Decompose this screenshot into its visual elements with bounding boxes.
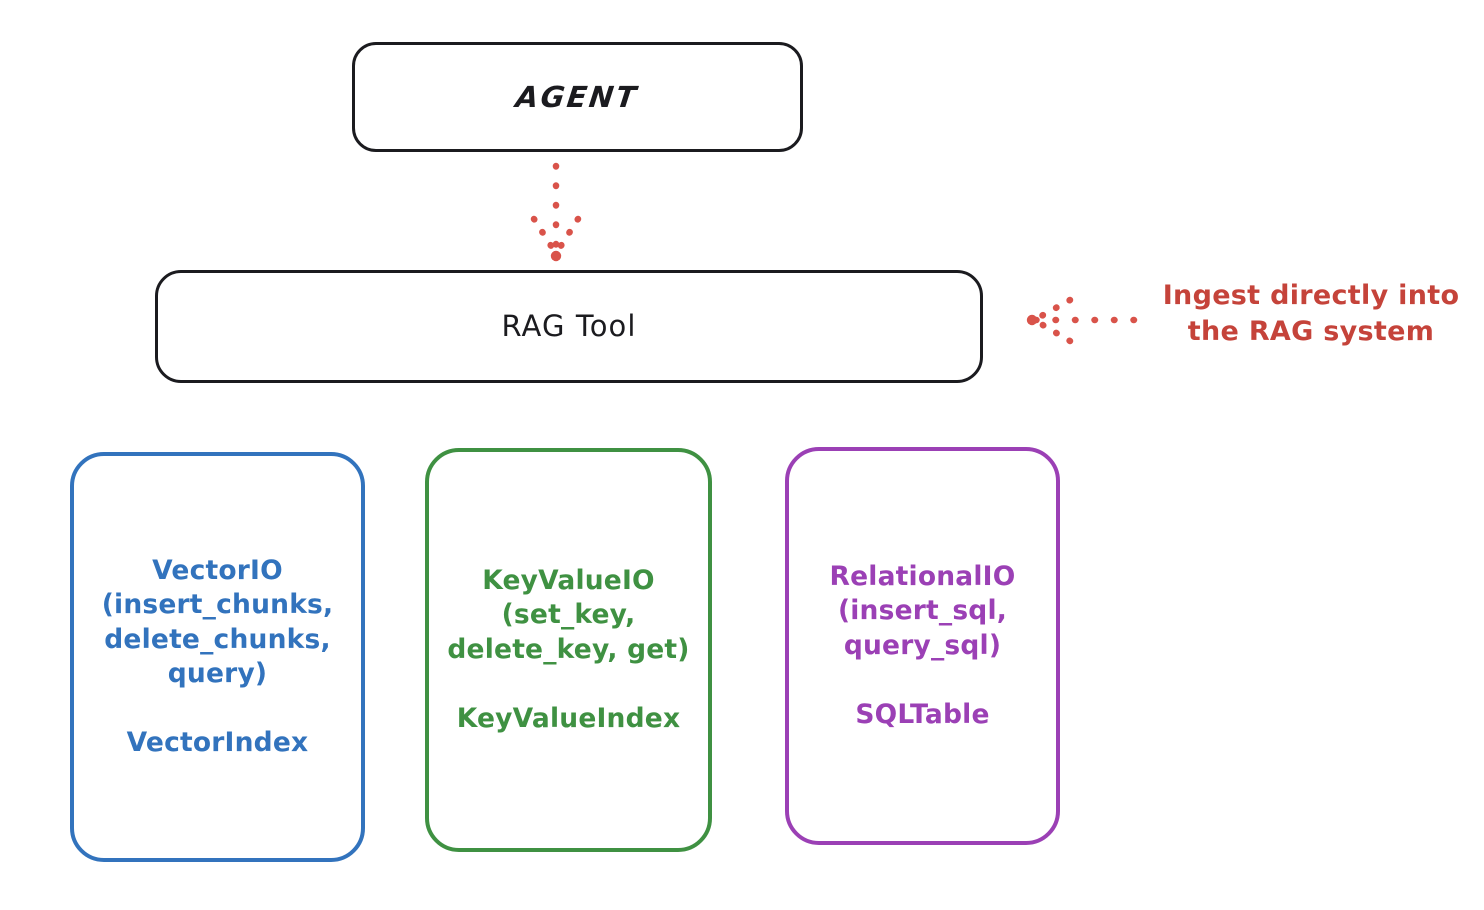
connector-agent-to-rag-tool-arrowhead-left — [530, 215, 559, 256]
connector-ingest-to-rag-tool-arrowhead-bottom — [1032, 317, 1074, 345]
node-vector-io[interactable]: VectorIO (insert_chunks, delete_chunks, … — [70, 452, 365, 862]
connector-ingest-to-rag-tool — [1026, 296, 1138, 345]
node-agent[interactable]: AGENT — [352, 42, 803, 152]
node-rag-tool-label: RAG Tool — [501, 309, 637, 344]
connector-ingest-to-rag-tool-arrowhead-top — [1032, 296, 1074, 323]
connector-agent-to-rag-tool — [530, 162, 582, 262]
node-key-value-io[interactable]: KeyValueIO (set_key, delete_key, get) Ke… — [425, 448, 712, 852]
connector-agent-to-rag-tool-arrowhead-right — [553, 215, 582, 256]
node-relational-io-label: RelationalIO (insert_sql, query_sql) SQL… — [829, 560, 1016, 730]
node-agent-label: AGENT — [514, 79, 641, 114]
connector-agent-to-rag-tool-tip — [550, 250, 562, 262]
node-relational-io[interactable]: RelationalIO (insert_sql, query_sql) SQL… — [785, 447, 1060, 845]
connector-ingest-to-rag-tool-tip — [1026, 314, 1038, 326]
annotation-ingest: Ingest directly into the RAG system — [1162, 280, 1460, 348]
node-rag-tool[interactable]: RAG Tool — [155, 270, 983, 383]
node-vector-io-label: VectorIO (insert_chunks, delete_chunks, … — [101, 554, 334, 758]
node-key-value-io-label: KeyValueIO (set_key, delete_key, get) Ke… — [447, 564, 690, 734]
